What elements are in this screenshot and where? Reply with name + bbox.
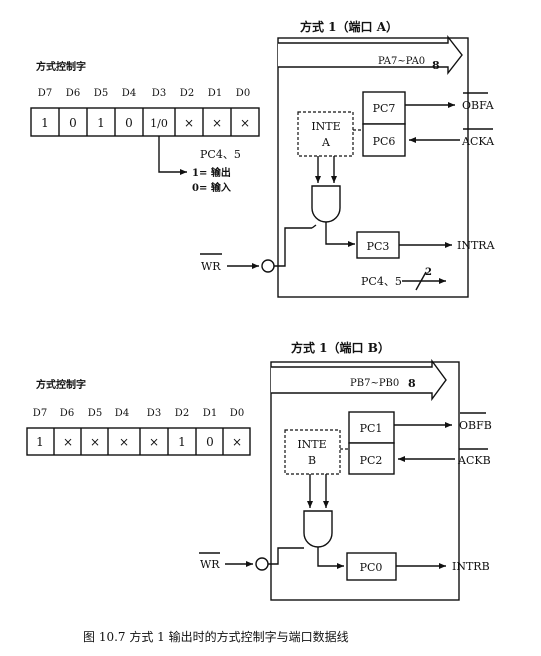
bit-header-b-d5: D5	[88, 408, 102, 419]
pc45-select-label: PC4、5	[200, 148, 241, 161]
bit-header-d7: D7	[38, 88, 52, 99]
bit-cell-b-d0: ×	[232, 435, 242, 449]
bit-cell-b-d5: ×	[90, 435, 100, 449]
wr-a-label: WR	[201, 260, 221, 273]
pc7-label: PC7	[373, 102, 396, 115]
pc0-label: PC0	[360, 561, 383, 574]
intr-b-label: INTRB	[452, 560, 490, 573]
bit-cell-d6: 0	[69, 116, 77, 130]
bit-cell-b-d7: 1	[36, 435, 44, 449]
bus-width-b: 8	[408, 377, 416, 390]
control-word-label-a: 方式控制字	[36, 60, 86, 73]
bit-header-d5: D5	[94, 88, 108, 99]
wr-b-label: WR	[200, 558, 220, 571]
inte-a-label: INTE	[311, 120, 340, 133]
pc6-label: PC6	[373, 135, 396, 148]
control-word-cells-a: 1 0 1 0 1/0 × × ×	[30, 107, 260, 137]
bit-headers-b: D7 D6 D5 D4 D3 D2 D1 D0	[33, 408, 244, 419]
ack-b-label: ACKB	[457, 454, 491, 467]
pc3-box	[356, 231, 400, 259]
obf-a-label: OBFA	[462, 99, 495, 112]
select-input-label: 0= 输入	[192, 181, 231, 194]
pc1-label: PC1	[360, 422, 383, 435]
wr-b-line	[268, 547, 304, 565]
wr-a-stub	[311, 224, 317, 229]
bit-header-b-d1: D1	[203, 408, 217, 419]
bus-width-a: 8	[432, 59, 440, 72]
wr-a-inverter	[261, 259, 275, 273]
bit-header-b-d7: D7	[33, 408, 47, 419]
bit-cell-b-d4: ×	[119, 435, 129, 449]
bit-cell-d5: 1	[97, 116, 105, 130]
pc6-box	[362, 123, 406, 157]
d3-select-arrow	[158, 136, 187, 175]
diagram-a-title: 方式 1（端口 A）	[300, 19, 398, 34]
inte-b-sub: B	[308, 454, 316, 467]
diagram-port-a: 方式 1（端口 A） 方式控制字 D7 D6 D5 D4 D3 D2 D1 D0…	[30, 19, 496, 298]
bit-headers-a: D7 D6 D5 D4 D3 D2 D1 D0	[38, 88, 250, 99]
bit-cell-d3: 1/0	[150, 117, 168, 130]
wr-b-inverter	[255, 557, 269, 571]
diagram-b-title: 方式 1（端口 B）	[291, 340, 390, 355]
bit-header-b-d3: D3	[147, 408, 161, 419]
bit-cell-b-d3: ×	[149, 435, 159, 449]
pc0-box	[346, 552, 397, 581]
bit-header-b-d0: D0	[230, 408, 244, 419]
bit-cell-d7: 1	[41, 116, 49, 130]
pc3-label: PC3	[367, 240, 390, 253]
and-a-output	[325, 222, 355, 247]
bit-cell-d2: ×	[184, 116, 194, 130]
pc2-box	[348, 442, 395, 475]
bus-label-b: PB7~PB0	[350, 378, 399, 389]
bit-header-d6: D6	[66, 88, 80, 99]
pc45-slash	[415, 271, 427, 291]
bit-cell-b-d6: ×	[63, 435, 73, 449]
and-gate-b	[303, 510, 333, 548]
control-word-label-b: 方式控制字	[36, 378, 86, 391]
bus-label-a: PA7~PA0	[378, 56, 425, 67]
bit-cell-d4: 0	[125, 116, 133, 130]
inte-b-box	[284, 429, 341, 475]
bit-header-d1: D1	[208, 88, 222, 99]
wr-a-line	[274, 227, 312, 267]
pc2-label: PC2	[360, 454, 383, 467]
diagram-port-b: 方式 1（端口 B） 方式控制字 D7 D6 D5 D4 D3 D2 D1 D0…	[26, 340, 492, 601]
and-b-output	[317, 547, 344, 569]
bit-cell-d0: ×	[240, 116, 250, 130]
bit-header-d0: D0	[236, 88, 250, 99]
bit-header-b-d2: D2	[175, 408, 189, 419]
bit-cell-b-d1: 0	[206, 435, 214, 449]
bit-cell-b-d2: 1	[178, 435, 186, 449]
ack-a-label: ACKA	[461, 135, 495, 148]
data-bus-arrow-b	[271, 358, 447, 402]
bit-header-d4: D4	[122, 88, 136, 99]
pc45-label: PC4、5	[361, 275, 402, 288]
intr-a-label: INTRA	[457, 239, 496, 252]
inte-a-box	[297, 111, 354, 157]
control-word-frame-b	[26, 427, 251, 456]
control-word-frame-a	[30, 107, 260, 137]
inte-b-label: INTE	[297, 438, 326, 451]
control-word-cells-b: 1 × × × × 1 0 ×	[26, 427, 251, 456]
bit-header-d3: D3	[152, 88, 166, 99]
pc45-width: 2	[425, 267, 432, 278]
bit-cell-d1: ×	[212, 116, 222, 130]
bit-header-b-d6: D6	[60, 408, 74, 419]
inte-a-sub: A	[321, 136, 331, 149]
and-gate-a	[311, 185, 341, 223]
figure-caption: 图 10.7 方式 1 输出时的方式控制字与端口数据线	[83, 629, 349, 644]
obf-b-label: OBFB	[459, 419, 492, 432]
bit-header-d2: D2	[180, 88, 194, 99]
data-bus-arrow-a	[278, 34, 463, 76]
select-output-label: 1= 输出	[192, 166, 231, 179]
bit-header-b-d4: D4	[115, 408, 129, 419]
